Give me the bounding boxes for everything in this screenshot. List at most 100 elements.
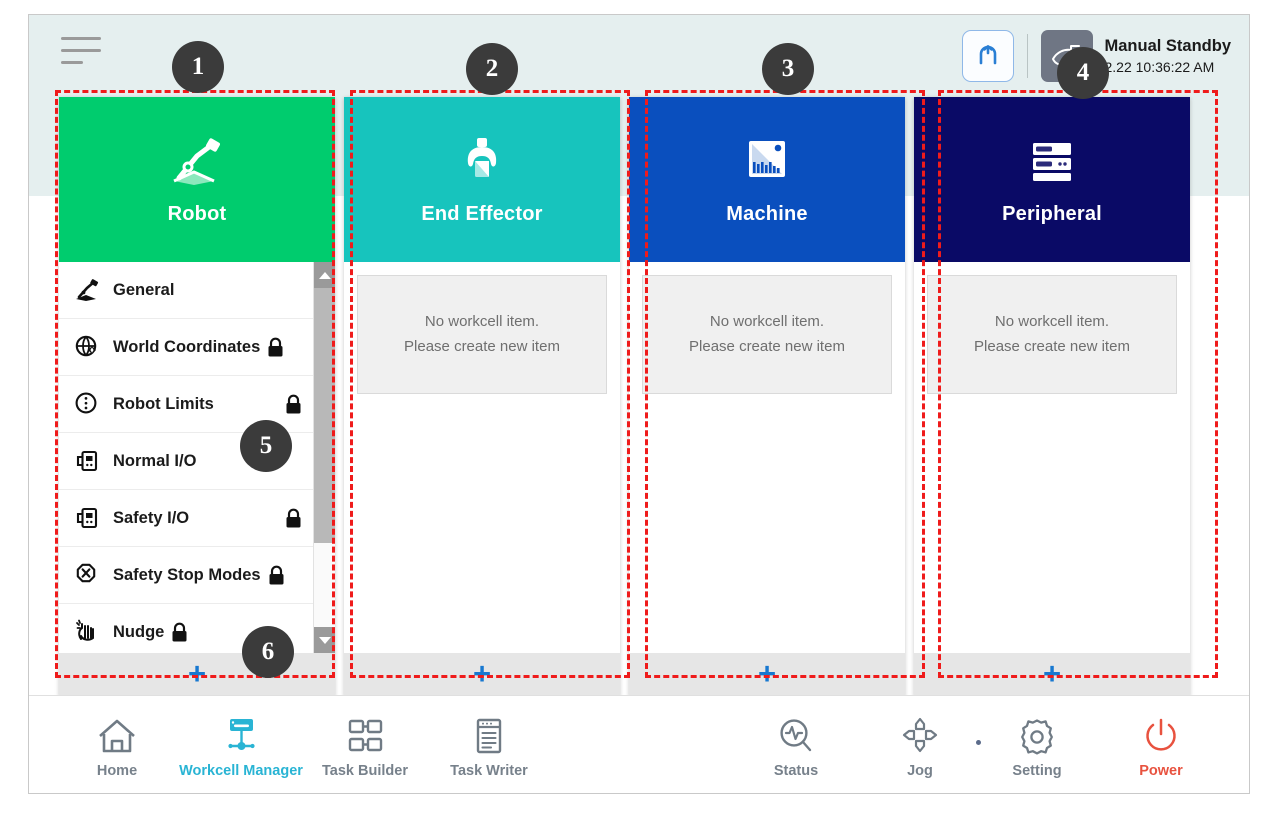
nudge-hand-icon bbox=[72, 617, 102, 647]
workcell-card-robot: Robot General bbox=[59, 97, 335, 697]
empty-line-2: Please create new item bbox=[974, 337, 1130, 355]
robot-settings-list[interactable]: General World Coordinates bbox=[59, 262, 313, 653]
hamburger-menu-icon[interactable] bbox=[61, 37, 107, 73]
empty-line-2: Please create new item bbox=[689, 337, 845, 355]
empty-line-1: No workcell item. bbox=[994, 312, 1110, 330]
add-robot-item-button[interactable]: + bbox=[59, 653, 335, 697]
workcell-card-end-effector: End Effector No workcell item. Please cr… bbox=[344, 97, 620, 697]
status-text-block: Manual Standby 2.22 10:36:22 AM bbox=[1104, 36, 1231, 76]
io-port-icon bbox=[72, 503, 102, 533]
card-header-machine[interactable]: Machine bbox=[629, 97, 905, 262]
nav-item-status[interactable]: Status bbox=[734, 703, 858, 787]
scroll-down-button[interactable] bbox=[314, 627, 335, 653]
workcell-cards-row: Robot General bbox=[59, 97, 1221, 697]
nav-label: Status bbox=[773, 763, 819, 779]
card-title-end-effector: End Effector bbox=[421, 203, 543, 225]
card-header-end-effector[interactable]: End Effector bbox=[344, 97, 620, 262]
list-item-label: Normal I/O bbox=[113, 451, 197, 470]
globe-axis-icon bbox=[72, 332, 102, 362]
workcell-card-machine: Machine No workcell item. Please create … bbox=[629, 97, 905, 697]
chevron-down-icon bbox=[319, 636, 331, 644]
lock-icon bbox=[170, 622, 189, 643]
bottom-navigation-bar: Home Workcell Manager bbox=[29, 695, 1249, 793]
manual-hand-icon[interactable] bbox=[1041, 30, 1094, 82]
list-item-label: Safety Stop Modes bbox=[113, 565, 261, 584]
stop-octagon-icon bbox=[72, 560, 102, 590]
nav-item-power[interactable]: Power bbox=[1099, 703, 1223, 787]
nav-item-workcell-manager[interactable]: Workcell Manager bbox=[179, 703, 303, 787]
scrollbar-thumb[interactable] bbox=[314, 288, 335, 543]
add-end-effector-item-button[interactable]: + bbox=[344, 653, 620, 697]
list-item-general[interactable]: General bbox=[59, 262, 313, 319]
lock-icon bbox=[266, 337, 285, 358]
machine-panel-icon bbox=[741, 133, 793, 191]
list-item-normal-io[interactable]: Normal I/O bbox=[59, 433, 313, 490]
nav-group-right: Status Jog bbox=[734, 696, 1223, 793]
list-item-label: General bbox=[113, 280, 175, 299]
plus-icon: + bbox=[472, 656, 492, 691]
nav-label: Power bbox=[1139, 763, 1183, 779]
status-timestamp: 2.22 10:36:22 AM bbox=[1104, 58, 1215, 75]
power-icon bbox=[1141, 710, 1181, 756]
status-title: Manual Standby bbox=[1104, 36, 1231, 55]
server-rack-icon bbox=[1025, 133, 1079, 191]
card-title-peripheral: Peripheral bbox=[1002, 203, 1102, 225]
nav-label: Home bbox=[96, 763, 138, 779]
list-item-label: Robot Limits bbox=[113, 394, 214, 413]
lock-icon bbox=[284, 508, 303, 529]
card-body-machine: No workcell item. Please create new item bbox=[629, 262, 905, 653]
card-header-peripheral[interactable]: Peripheral bbox=[914, 97, 1190, 262]
empty-state-peripheral: No workcell item. Please create new item bbox=[927, 275, 1177, 394]
workcell-card-peripheral: Peripheral No workcell item. Please crea… bbox=[914, 97, 1190, 697]
plus-icon: + bbox=[1042, 656, 1062, 691]
chevron-up-icon bbox=[319, 271, 331, 279]
list-item-safety-io[interactable]: Safety I/O bbox=[59, 490, 313, 547]
workcell-manager-icon bbox=[219, 710, 263, 756]
io-port-icon bbox=[72, 446, 102, 476]
list-item-robot-limits[interactable]: Robot Limits bbox=[59, 376, 313, 433]
card-body-peripheral: No workcell item. Please create new item bbox=[914, 262, 1190, 653]
list-item-label: Nudge bbox=[113, 622, 165, 641]
nav-label: Jog bbox=[907, 763, 933, 779]
list-item-label: Safety I/O bbox=[113, 508, 190, 527]
list-item-world-coordinates[interactable]: World Coordinates bbox=[59, 319, 313, 376]
lock-icon bbox=[284, 394, 303, 415]
nav-group-left: Home Workcell Manager bbox=[55, 696, 551, 793]
empty-state-end-effector: No workcell item. Please create new item bbox=[357, 275, 607, 394]
empty-state-machine: No workcell item. Please create new item bbox=[642, 275, 892, 394]
list-item-nudge[interactable]: Nudge bbox=[59, 604, 313, 653]
reset-arc-icon[interactable] bbox=[962, 30, 1015, 82]
plus-icon: + bbox=[757, 656, 777, 691]
empty-line-2: Please create new item bbox=[404, 337, 560, 355]
nav-item-jog[interactable]: Jog bbox=[858, 703, 982, 787]
gear-icon bbox=[1016, 710, 1058, 756]
status-cluster: Manual Standby 2.22 10:36:22 AM bbox=[962, 27, 1231, 85]
plus-icon: + bbox=[187, 656, 207, 691]
task-writer-icon bbox=[469, 710, 509, 756]
list-item-label: World Coordinates bbox=[113, 337, 261, 356]
status-pulse-search-icon bbox=[775, 710, 817, 756]
divider bbox=[1027, 34, 1029, 78]
nav-label: Task Builder bbox=[322, 763, 408, 779]
lock-icon bbox=[267, 565, 286, 586]
nav-item-task-writer[interactable]: Task Writer bbox=[427, 703, 551, 787]
device-frame: Manual Standby 2.22 10:36:22 AM Robot bbox=[28, 14, 1250, 794]
nav-item-task-builder[interactable]: Task Builder bbox=[303, 703, 427, 787]
nav-label: Setting bbox=[1012, 763, 1062, 779]
add-peripheral-item-button[interactable]: + bbox=[914, 653, 1190, 697]
card-body-robot: General World Coordinates bbox=[59, 262, 335, 653]
card-body-end-effector: No workcell item. Please create new item bbox=[344, 262, 620, 653]
home-icon bbox=[96, 710, 138, 756]
add-machine-item-button[interactable]: + bbox=[629, 653, 905, 697]
card-title-robot: Robot bbox=[167, 203, 227, 225]
scroll-up-button[interactable] bbox=[314, 262, 335, 288]
list-scrollbar[interactable] bbox=[313, 262, 335, 653]
task-builder-icon bbox=[343, 710, 387, 756]
empty-line-1: No workcell item. bbox=[424, 312, 540, 330]
robot-arm-icon bbox=[169, 133, 225, 191]
gripper-icon bbox=[458, 133, 506, 191]
nav-item-home[interactable]: Home bbox=[55, 703, 179, 787]
list-item-safety-stop-modes[interactable]: Safety Stop Modes bbox=[59, 547, 313, 604]
nav-item-setting[interactable]: Setting bbox=[975, 703, 1099, 787]
card-header-robot[interactable]: Robot bbox=[59, 97, 335, 262]
